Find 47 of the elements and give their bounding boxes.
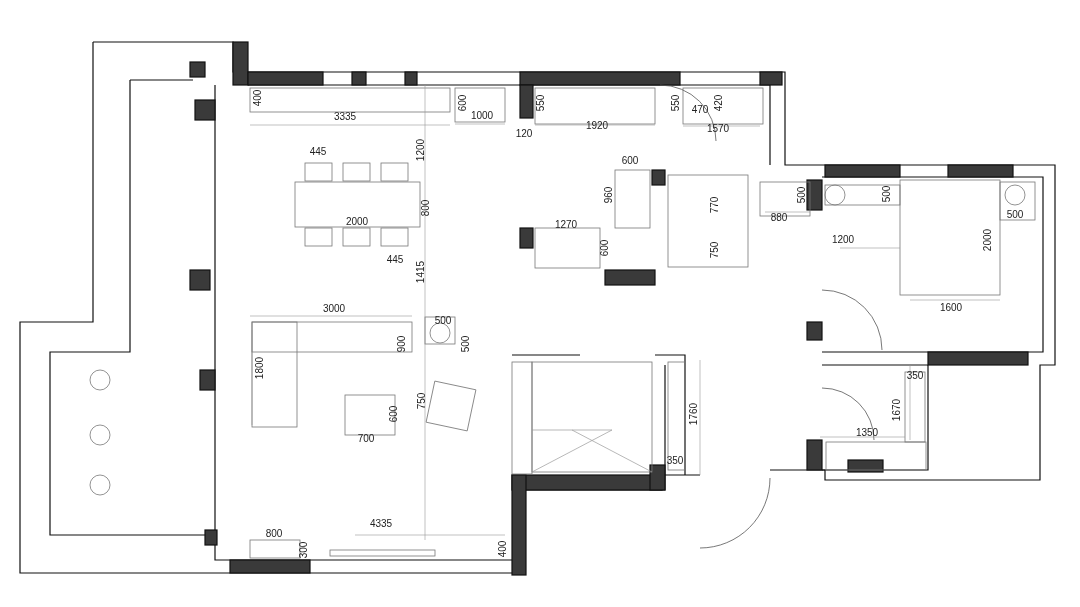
dimension-label: 4335 [369,519,393,529]
dimension-label: 960 [604,186,614,204]
dimension-label: 470 [691,105,709,115]
dimension-label: 880 [770,213,788,223]
dimension-label: 1200 [416,138,426,162]
dimension-label: 420 [714,94,724,112]
dimension-label: 350 [666,456,684,466]
dimension-label: 500 [434,316,452,326]
dimension-label: 750 [710,241,720,259]
dimension-label: 3000 [322,304,346,314]
dimension-label: 400 [253,89,263,107]
dimension-label: 800 [421,199,431,217]
dimension-label: 3335 [333,112,357,122]
dimension-label: 770 [710,196,720,214]
dimension-label: 600 [600,239,610,257]
dimension-label: 1760 [689,402,699,426]
dimension-label: 600 [621,156,639,166]
dimension-label: 600 [389,405,399,423]
dimension-label: 550 [671,94,681,112]
dimension-label: 1570 [706,124,730,134]
dimension-label: 400 [498,540,508,558]
dimension-label: 350 [906,371,924,381]
dimension-label: 1600 [939,303,963,313]
dimension-label: 500 [882,185,892,203]
dimension-label: 1350 [855,428,879,438]
dimension-label: 750 [417,392,427,410]
dimension-label: 120 [515,129,533,139]
dimension-label: 1800 [255,356,265,380]
dimension-label: 500 [461,335,471,353]
dimension-label: 800 [265,529,283,539]
dimension-label: 600 [458,94,468,112]
dimension-label: 700 [357,434,375,444]
dimension-label: 2000 [345,217,369,227]
dimension-label: 1200 [831,235,855,245]
dimension-label: 445 [309,147,327,157]
dimension-label: 445 [386,255,404,265]
dimension-label: 500 [797,186,807,204]
dimension-label: 1415 [416,260,426,284]
dimension-label: 1920 [585,121,609,131]
dimension-label: 1000 [470,111,494,121]
dimension-label: 900 [397,335,407,353]
dimension-label: 550 [536,94,546,112]
dimension-label: 1270 [554,220,578,230]
dimension-label: 1670 [892,398,902,422]
dimension-label: 300 [299,541,309,559]
dimension-label: 500 [1006,210,1024,220]
dimension-label: 2000 [983,228,993,252]
